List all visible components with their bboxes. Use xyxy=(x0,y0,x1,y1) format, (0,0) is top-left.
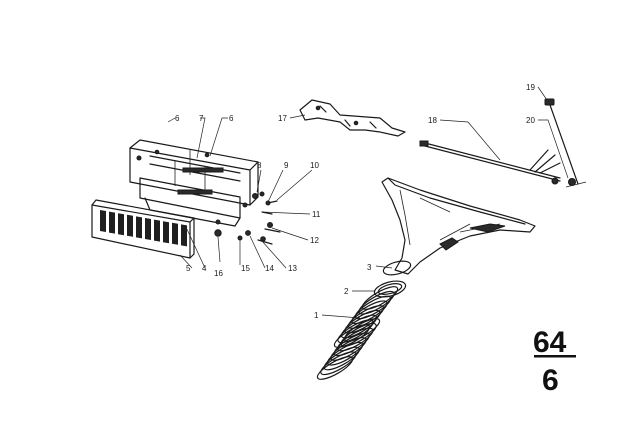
callout-2: 2 xyxy=(344,287,349,296)
callout-17: 17 xyxy=(278,114,287,123)
air-duct xyxy=(381,177,536,276)
callout-7: 7 xyxy=(199,114,204,123)
callout-14: 14 xyxy=(265,264,274,273)
callout-13: 13 xyxy=(288,264,297,273)
grille-slot xyxy=(154,219,160,242)
leader-lines xyxy=(167,86,569,319)
callout-16: 16 xyxy=(214,269,223,278)
hose-ring xyxy=(351,300,388,325)
clip-and-rod xyxy=(544,98,587,188)
callout-5: 5 xyxy=(186,264,191,273)
vent-housing xyxy=(129,139,259,227)
grille-slot xyxy=(145,218,151,240)
vent-grille xyxy=(91,199,195,259)
hose-ring xyxy=(320,351,357,376)
grille-slot xyxy=(136,216,142,239)
callout-6b: 6 xyxy=(229,114,234,123)
page-number: 64 6 xyxy=(533,326,576,397)
grille-slot xyxy=(163,221,169,244)
grille-slot xyxy=(172,222,178,245)
callout-15: 15 xyxy=(241,264,250,273)
flex-hose xyxy=(316,286,399,380)
callout-4: 4 xyxy=(202,264,207,273)
fasteners xyxy=(214,191,281,245)
hose-ring xyxy=(344,309,381,334)
page-number-divider xyxy=(534,355,576,358)
callout-9: 9 xyxy=(284,161,289,170)
page-group-number: 64 xyxy=(533,326,567,359)
grille-slot xyxy=(118,213,124,236)
hose-ring xyxy=(316,356,354,380)
hose-ring xyxy=(361,286,399,310)
callout-1: 1 xyxy=(314,311,319,320)
hose-ring xyxy=(358,290,395,315)
hose-ring xyxy=(333,324,371,348)
callout-20: 20 xyxy=(526,116,535,125)
hose-ring xyxy=(347,305,385,329)
grille-slot xyxy=(100,210,106,232)
hose-ring xyxy=(340,314,378,339)
callout-10: 10 xyxy=(310,161,319,170)
mounting-bracket xyxy=(299,99,406,137)
callout-11: 11 xyxy=(312,210,321,219)
cable-harness xyxy=(419,140,561,185)
callout-19: 19 xyxy=(526,83,535,92)
callout-6a: 6 xyxy=(175,114,180,123)
grille-slot xyxy=(127,214,133,237)
callout-8: 8 xyxy=(257,161,262,170)
callout-18: 18 xyxy=(428,116,437,125)
hose-ring xyxy=(337,319,374,344)
callout-3: 3 xyxy=(367,263,372,272)
grille-slot xyxy=(109,211,115,234)
page-subgroup-number: 6 xyxy=(542,364,559,397)
callout-12: 12 xyxy=(310,236,319,245)
grille-slot xyxy=(181,224,187,247)
